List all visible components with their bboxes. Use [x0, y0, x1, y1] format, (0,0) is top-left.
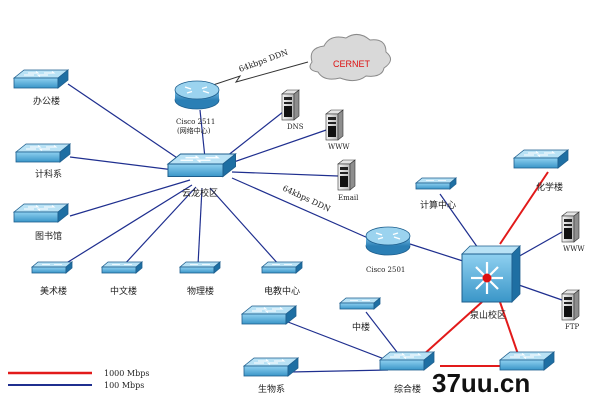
switch-dianjiao: 电教中心	[261, 261, 303, 297]
label-wuli: 物理楼	[187, 285, 214, 297]
label-zhonglou: 中楼	[352, 321, 370, 333]
label-bangong: 办公楼	[33, 95, 60, 107]
label-huaxue: 化学楼	[536, 181, 563, 193]
label-email: Email	[338, 194, 359, 202]
label-jisuan: 计算中心	[420, 199, 456, 211]
server-www1: WWW	[325, 109, 350, 151]
link-cisco2511-cernet	[209, 61, 309, 87]
legend-label-1000: 1000 Mbps	[104, 369, 149, 378]
switch-quanshan-core: 泉山校区	[461, 245, 521, 321]
label-meishu: 美术楼	[40, 285, 67, 297]
server-ftp: FTP	[561, 289, 580, 331]
link-yunlong-zhongwen	[121, 186, 197, 268]
link-yunlong-bangong	[67, 83, 196, 171]
link-yunlong-dns	[221, 107, 289, 161]
switch-tushuguan: 图书馆	[13, 203, 69, 242]
server-www2: WWW	[561, 211, 585, 253]
label-ftp: FTP	[565, 323, 580, 331]
link-quanshan-south	[499, 301, 521, 361]
label-quanshan: 泉山校区	[470, 309, 506, 321]
label-jike: 计科系	[35, 168, 62, 180]
server-dns: DNS	[281, 89, 304, 131]
label-dianjiao: 电教中心	[264, 285, 300, 297]
legend-label-100: 100 Mbps	[104, 381, 144, 390]
link-yunlong-dianjiao	[209, 187, 281, 267]
legend: 1000 Mbps 100 Mbps	[8, 369, 149, 390]
server-email: Email	[337, 159, 359, 202]
link-quanshan-ftp	[515, 283, 563, 301]
switch-huaxue: 化学楼	[513, 149, 569, 193]
switch-shengwu: 生物系	[243, 357, 299, 395]
link-yunlong-tushuguan	[69, 179, 191, 217]
label-cernet: CERNET	[333, 59, 371, 69]
router-cisco2501: Cisco 2501	[365, 226, 411, 274]
link-yunlong-cisco2501	[231, 177, 369, 239]
link-quanshan-huaxue	[499, 171, 549, 245]
link-yunlong-email	[231, 171, 339, 177]
link-cisco2501-quanshan	[409, 243, 467, 263]
switch-chenghuan	[241, 305, 297, 325]
link-yunlong-wuli	[197, 187, 203, 266]
link-quanshan-zonghe	[421, 301, 483, 357]
label-ddn-top: 64kbps DDN	[238, 48, 290, 74]
link-quanshan-jisuan	[439, 193, 479, 249]
switch-bangong: 办公楼	[13, 69, 69, 107]
label-dns: DNS	[287, 123, 304, 131]
label-zhongwen: 中文楼	[110, 285, 137, 297]
switch-zonghe: 综合楼	[379, 351, 435, 395]
label-www1: WWW	[328, 143, 350, 151]
watermark-text: 37uu.cn	[432, 368, 530, 398]
switch-jisuan: 计算中心	[415, 177, 457, 211]
links-layer	[59, 61, 563, 373]
link-zonghe-zhonglou	[365, 311, 401, 357]
label-www2: WWW	[563, 245, 585, 253]
link-quanshan-www2	[515, 231, 563, 259]
cernet-cloud: CERNET	[309, 34, 391, 82]
switch-jike: 计科系	[15, 143, 71, 180]
label-netcenter: (网络中心)	[177, 126, 211, 135]
label-ddn-mid: 64kbps DDN	[281, 184, 332, 214]
label-cisco2511: Cisco 2511	[176, 118, 215, 126]
link-yunlong-www1	[227, 127, 333, 165]
link-zonghe-shengwu	[289, 369, 389, 373]
switch-zhongwen: 中文楼	[101, 261, 143, 297]
link-yunlong-cisco2511	[199, 109, 206, 159]
label-shengwu: 生物系	[258, 383, 285, 395]
switch-meishu: 美术楼	[31, 261, 73, 297]
link-yunlong-meishu	[59, 184, 193, 268]
label-yunlong: 云龙校区	[182, 187, 218, 199]
label-zonghe: 综合楼	[394, 383, 421, 395]
switch-zhonglou: 中楼	[339, 297, 381, 333]
switch-wuli: 物理楼	[179, 261, 221, 297]
link-zonghe-chengzhuan	[287, 321, 393, 363]
router-cisco2511: Cisco 2511 (网络中心)	[174, 80, 220, 135]
label-tushuguan: 图书馆	[35, 230, 62, 242]
label-cisco2501: Cisco 2501	[366, 266, 405, 274]
switch-yunlong-core: 云龙校区	[167, 153, 237, 199]
